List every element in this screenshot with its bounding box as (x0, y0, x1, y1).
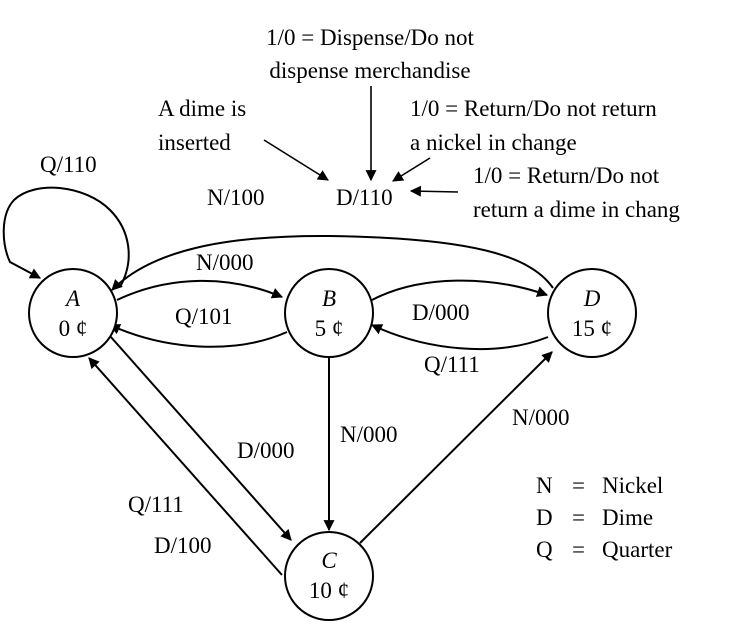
edge-b-to-d (371, 279, 549, 301)
legend-quarter-key: Q (536, 537, 553, 562)
label-a-self-q: Q/110 (40, 152, 97, 177)
return-nickel-pointer-arrow (392, 157, 431, 182)
legend-nickel-value: Nickel (602, 473, 663, 498)
legend: N = Nickel D = Dime Q = Quarter (536, 473, 673, 562)
edge-a-to-b (116, 279, 284, 301)
state-c: C 10 ¢ (284, 531, 374, 621)
legend-dime-value: Dime (602, 505, 653, 530)
state-b-name: B (322, 286, 336, 311)
edge-d-to-a (111, 234, 554, 291)
edge-a-to-c (109, 335, 292, 541)
return-dime-note-line1: 1/0 = Return/Do not (473, 163, 660, 188)
edge-a-self-loop (2, 186, 130, 288)
state-d-circle (547, 268, 637, 358)
label-b-to-d: D/000 (412, 300, 470, 325)
legend-nickel-key: N (536, 473, 553, 498)
label-a-to-b: N/000 (196, 250, 254, 275)
state-d-name: D (583, 286, 601, 311)
label-b-to-c: N/000 (340, 422, 398, 447)
dispense-note-line2: dispense merchandise (269, 58, 470, 83)
legend-quarter-equals: = (572, 537, 585, 562)
return-nickel-note-line1: 1/0 = Return/Do not return (410, 96, 657, 121)
state-b: B 5 ¢ (284, 268, 374, 358)
state-d-value: 15 ¢ (572, 316, 612, 341)
legend-quarter-value: Quarter (602, 537, 673, 562)
legend-nickel-equals: = (572, 473, 585, 498)
edge-b-to-a (108, 324, 288, 348)
state-b-value: 5 ¢ (315, 316, 344, 341)
label-d-to-a-n: N/100 (207, 185, 265, 210)
dime-inserted-note-line2: inserted (158, 130, 231, 155)
state-a-circle (28, 268, 118, 358)
state-c-name: C (321, 548, 337, 573)
label-d-to-b: Q/111 (424, 352, 480, 377)
label-c-to-d: N/000 (512, 405, 570, 430)
legend-dime-equals: = (572, 505, 585, 530)
state-c-value: 10 ¢ (309, 578, 349, 603)
label-a-to-c: D/000 (237, 438, 295, 463)
edge-c-to-d (359, 351, 553, 544)
return-dime-note-line2: return a dime in chang (473, 197, 680, 222)
return-dime-pointer-arrow (409, 185, 459, 197)
edge-d-to-b (371, 324, 549, 350)
state-c-circle (284, 531, 374, 621)
state-a-name: A (64, 286, 81, 311)
state-b-circle (284, 268, 374, 358)
return-nickel-note-line2: a nickel in change (410, 130, 577, 155)
label-b-to-a: Q/101 (175, 304, 233, 329)
state-a-value: 0 ¢ (59, 316, 88, 341)
dime-inserted-pointer-arrow (263, 139, 329, 181)
edge-c-to-a (88, 357, 283, 576)
label-c-to-a-q: Q/111 (128, 492, 184, 517)
state-a: A 0 ¢ (28, 268, 118, 358)
dispense-note-line1: 1/0 = Dispense/Do not (266, 25, 474, 50)
state-d: D 15 ¢ (547, 268, 637, 358)
dime-inserted-note-line1: A dime is (158, 96, 246, 121)
label-c-to-a-d: D/100 (154, 533, 212, 558)
label-d-to-a-d: D/110 (336, 185, 393, 210)
legend-dime-key: D (536, 505, 553, 530)
